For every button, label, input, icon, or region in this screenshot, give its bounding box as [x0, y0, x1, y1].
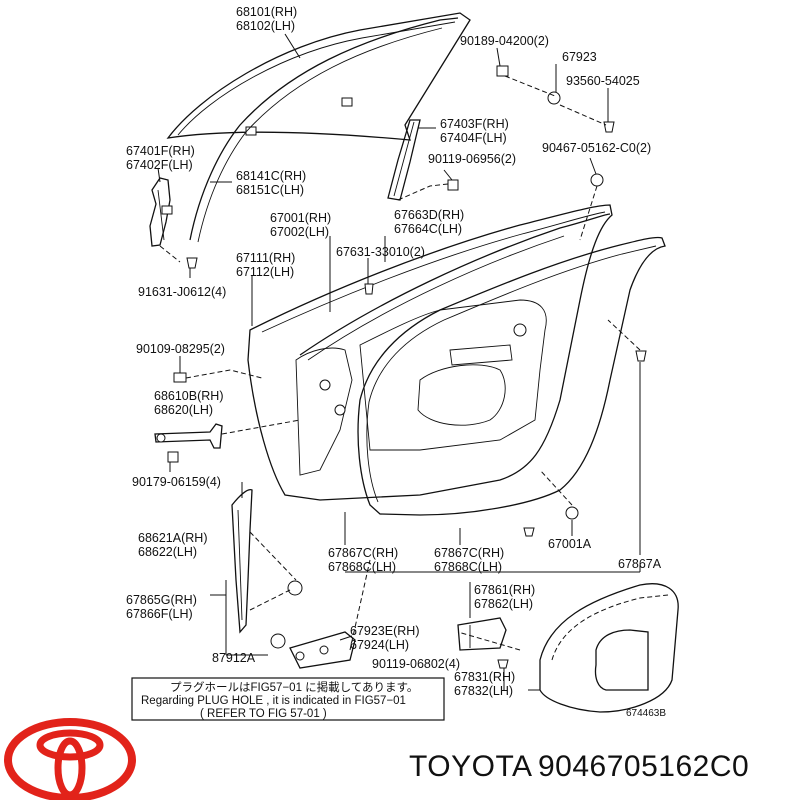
label-67867A: 67867A [618, 557, 662, 571]
label-67861: 67861(RH)67862(LH) [474, 583, 535, 611]
label-90179: 90179-06159(4) [132, 475, 221, 489]
lower-garnish-drawing [289, 631, 356, 669]
label-90119b: 90119-06802(4) [372, 657, 460, 671]
label-67867C-2: 67867C(RH)67868C(LH) [434, 546, 504, 574]
label-67831: 67831(RH)67832(LH) [454, 670, 515, 698]
label-90109: 90109-08295(2) [136, 342, 225, 356]
label-67923: 67923 [562, 50, 597, 64]
label-67923E: 67923E(RH)67924(LH) [350, 624, 419, 652]
label-90467: 90467-05162-C0(2) [542, 141, 651, 155]
label-67403: 67403F(RH)67404F(LH) [440, 117, 509, 145]
label-87912: 87912A [212, 651, 256, 665]
label-67631: 67631-33010(2) [336, 245, 425, 259]
label-68610: 68610B(RH)68620(LH) [154, 389, 223, 417]
door-glass-drawing [166, 12, 471, 141]
note-english: Regarding PLUG HOLE , it is indicated in… [141, 695, 406, 707]
leader-lines [157, 33, 641, 691]
note-japanese: プラグホールはFIG57−01 に掲載してあります。 [170, 680, 418, 694]
outer-weatherstrip-drawing [299, 213, 611, 361]
label-67001: 67001(RH)67002(LH) [270, 211, 331, 239]
label-67867C-1: 67867C(RH)67868C(LH) [328, 546, 398, 574]
figure-number: 674463B [626, 708, 666, 719]
brand-name: TOYOTA [409, 750, 533, 783]
moulding-drawing [231, 489, 253, 634]
note-refer: ( REFER TO FIG 57-01 ) [200, 708, 327, 720]
part-number: 9046705162C0 [538, 750, 749, 783]
label-68621: 68621A(RH)68622(LH) [138, 531, 207, 559]
hinge-drawing [457, 617, 507, 651]
part-labels: 68101(RH)68102(LH) 90189-04200(2) 67923 … [126, 5, 666, 719]
label-67001A: 67001A [548, 537, 592, 551]
label-93560: 93560-54025 [566, 74, 640, 88]
label-67865: 67865G(RH)67866F(LH) [126, 593, 197, 621]
dashed-leader-lines [159, 75, 641, 651]
label-68141: 68141C(RH)68151C(LH) [236, 169, 306, 197]
service-hole-cover-drawing [539, 583, 679, 713]
toyota-logo-icon [4, 718, 136, 802]
door-weatherstrip-drawing [357, 236, 666, 516]
label-90189: 90189-04200(2) [460, 34, 549, 48]
label-91631: 91631-J0612(4) [138, 285, 226, 299]
door-panel-drawing [247, 204, 613, 501]
fasteners-drawing [167, 65, 647, 669]
door-check-drawing [154, 423, 223, 449]
glass-run-drawing [189, 17, 459, 243]
division-bar-drawing [387, 119, 421, 201]
label-67663: 67663D(RH)67664C(LH) [394, 208, 464, 236]
window-regulator-rail-drawing [149, 177, 173, 247]
label-68101: 68101(RH)68102(LH) [236, 5, 297, 33]
label-67401: 67401F(RH)67402F(LH) [126, 144, 195, 172]
label-67111: 67111(RH)67112(LH) [236, 251, 295, 279]
label-90119a: 90119-06956(2) [428, 152, 516, 166]
plug-hole-note: プラグホールはFIG57−01 に掲載してあります。 Regarding PLU… [131, 677, 445, 721]
